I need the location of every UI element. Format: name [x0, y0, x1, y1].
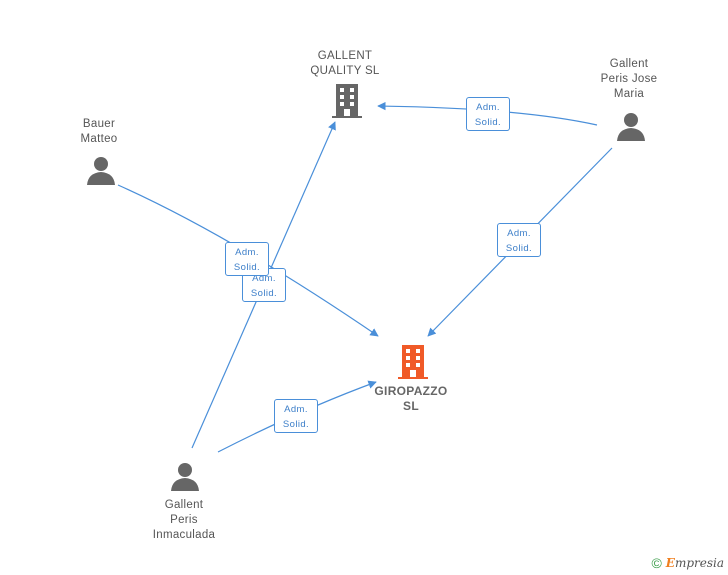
node-label-gallent-quality[interactable]: GALLENT QUALITY SL	[310, 50, 380, 77]
node-label-bauer-matteo[interactable]: Bauer Matteo	[80, 118, 118, 145]
building-icon[interactable]	[332, 84, 362, 118]
relation-label-bauer-to-giropazzo[interactable]: Adm. Solid.	[225, 242, 269, 276]
copyright-icon: ©	[651, 555, 662, 571]
relation-label-jose-to-quality[interactable]: Adm. Solid.	[466, 97, 510, 131]
building-icon-main[interactable]	[398, 345, 428, 379]
person-icon[interactable]	[86, 156, 116, 186]
person-icon[interactable]	[170, 462, 200, 492]
empresia-footer[interactable]: © Empresia	[651, 555, 724, 571]
relation-label-inmaculada-to-giropazzo[interactable]: Adm. Solid.	[274, 399, 318, 433]
person-icon[interactable]	[616, 112, 646, 142]
node-label-gallent-peris-jose-maria[interactable]: Gallent Peris Jose Maria	[600, 58, 658, 100]
brand-logo: Empresia	[665, 556, 724, 570]
relation-label-jose-to-giropazzo[interactable]: Adm. Solid.	[497, 223, 541, 257]
node-label-giropazzo[interactable]: GIROPAZZO SL	[374, 384, 448, 413]
node-label-gallent-peris-inmaculada[interactable]: Gallent Peris Inmaculada	[152, 499, 216, 541]
